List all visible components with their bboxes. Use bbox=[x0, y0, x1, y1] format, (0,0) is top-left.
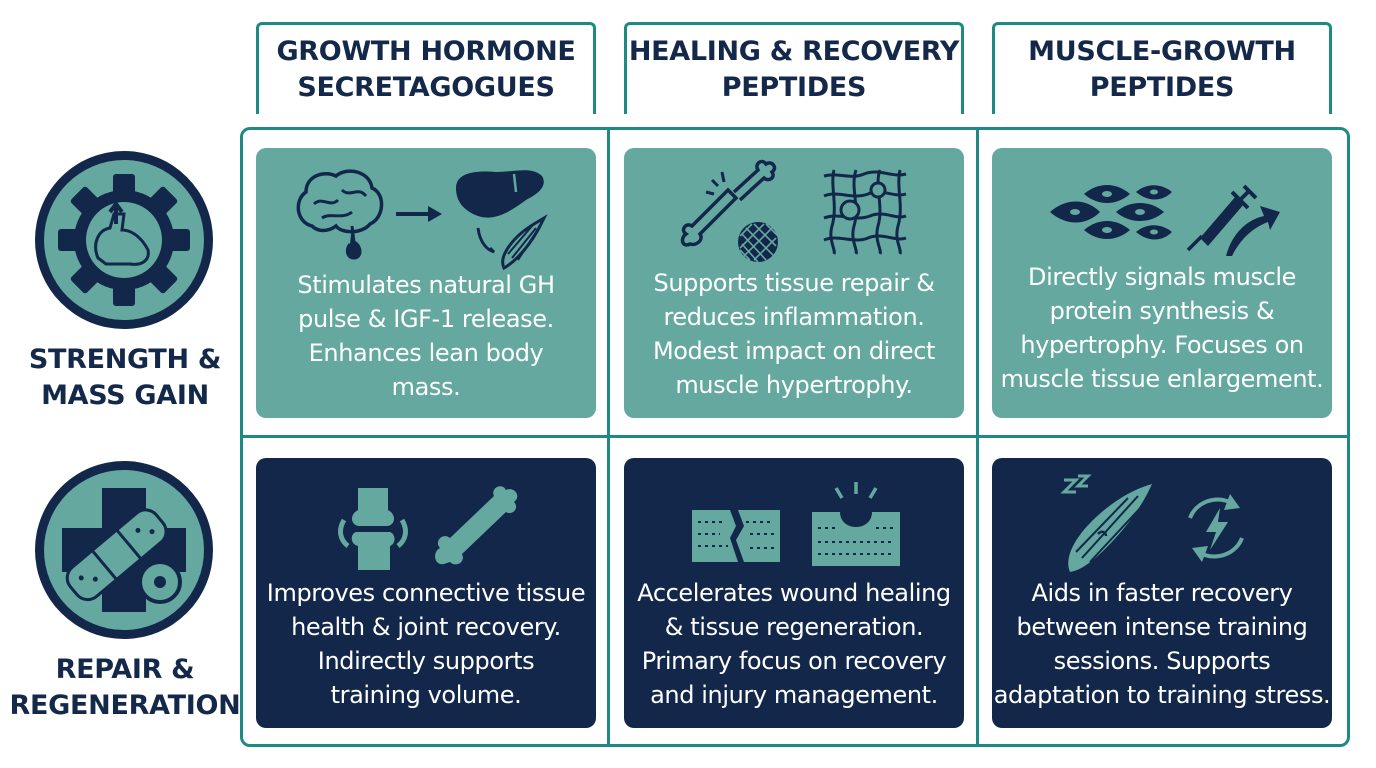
cell-text-line: Aids in faster recovery bbox=[1031, 579, 1293, 607]
cell-text-line: muscle tissue enlargement. bbox=[1000, 365, 1324, 393]
cell-gh-strength: Stimulates natural GH pulse & IGF-1 rele… bbox=[256, 148, 596, 418]
column-header-line: MUSCLE-GROWTH bbox=[1028, 35, 1296, 67]
column-header-muscle-growth: MUSCLE-GROWTH PEPTIDES bbox=[992, 22, 1332, 114]
cell-healing-strength: Supports tissue repair & reduces inflamm… bbox=[624, 148, 964, 418]
column-header-line: SECRETAGOGUES bbox=[297, 71, 555, 103]
muscle-icon bbox=[476, 214, 548, 271]
recovery-cycle-icon bbox=[1188, 494, 1244, 562]
syringe-icon bbox=[1186, 184, 1258, 252]
healing-skin-icon bbox=[812, 482, 900, 566]
resting-muscle-icon bbox=[1060, 474, 1152, 572]
cell-gh-repair: Improves connective tissue health & join… bbox=[256, 458, 596, 728]
cell-text-line: health & joint recovery. bbox=[291, 613, 561, 641]
cell-muscle-strength: Directly signals muscle protein synthesi… bbox=[992, 148, 1332, 418]
cell-text-line: sessions. Supports bbox=[1053, 647, 1271, 675]
knee-joint-icon bbox=[338, 488, 408, 570]
mesh-icon bbox=[738, 222, 779, 263]
row-label-strength: STRENGTH & MASS GAIN bbox=[0, 342, 250, 414]
grid-divider bbox=[240, 435, 1350, 438]
column-header-gh-secretagogues: GROWTH HORMONE SECRETAGOGUES bbox=[256, 22, 596, 114]
cell-text-line: Improves connective tissue bbox=[266, 579, 586, 607]
cell-text-line: Stimulates natural GH bbox=[297, 271, 555, 299]
cell-text-line: Accelerates wound healing bbox=[637, 579, 951, 607]
torn-skin-icon bbox=[692, 510, 780, 562]
broken-bone-icon bbox=[680, 159, 777, 247]
cell-text-line: and injury management. bbox=[650, 681, 938, 709]
cell-text-line: mass. bbox=[391, 373, 461, 401]
cell-muscle-repair: Aids in faster recovery between intense … bbox=[992, 458, 1332, 728]
cell-text-line: Directly signals muscle bbox=[1027, 263, 1296, 291]
liver-icon bbox=[456, 170, 544, 218]
cell-text-line: Enhances lean body bbox=[308, 339, 544, 367]
bandage-cross-icon bbox=[35, 461, 213, 639]
cell-text-line: Supports tissue repair & bbox=[653, 269, 935, 297]
cell-text-line: muscle hypertrophy. bbox=[675, 371, 913, 399]
upward-arrow-icon bbox=[1226, 206, 1280, 256]
column-header-line: GROWTH HORMONE bbox=[276, 35, 576, 67]
brain-pituitary-icon bbox=[296, 169, 384, 260]
tissue-cells-icon bbox=[823, 169, 907, 255]
cell-text-line: & tissue regeneration. bbox=[664, 613, 924, 641]
cell-healing-repair: Accelerates wound healing & tissue regen… bbox=[624, 458, 964, 728]
column-header-line: PEPTIDES bbox=[1089, 71, 1235, 103]
flexed-arm-gear-icon bbox=[35, 151, 213, 329]
column-header-healing-recovery: HEALING & RECOVERY PEPTIDES bbox=[624, 22, 964, 114]
row-label-line: MASS GAIN bbox=[41, 380, 209, 411]
cell-text-line: adaptation to training stress. bbox=[993, 681, 1331, 709]
row-label-line: STRENGTH & bbox=[28, 344, 222, 375]
row-label-repair: REPAIR & REGENERATION bbox=[0, 652, 250, 724]
bone-icon bbox=[435, 486, 518, 565]
column-header-line: PEPTIDES bbox=[721, 71, 867, 103]
cell-text-line: protein synthesis & bbox=[1049, 297, 1275, 325]
row-label-line: REGENERATION bbox=[9, 690, 241, 721]
cell-text-line: pulse & IGF-1 release. bbox=[298, 305, 554, 333]
row-label-line: REPAIR & bbox=[55, 654, 195, 685]
muscle-cells-icon bbox=[1050, 185, 1172, 240]
cell-text-line: hypertrophy. Focuses on bbox=[1020, 331, 1304, 359]
cell-text-line: Modest impact on direct bbox=[652, 337, 936, 365]
cell-text-line: Primary focus on recovery bbox=[641, 647, 947, 675]
column-header-line: HEALING & RECOVERY bbox=[628, 35, 960, 67]
cell-text-line: reduces inflammation. bbox=[663, 303, 925, 331]
cell-text-line: Indirectly supports bbox=[317, 647, 535, 675]
cell-text-line: between intense training bbox=[1016, 613, 1308, 641]
arrow-right-icon bbox=[396, 206, 442, 222]
cell-text-line: training volume. bbox=[330, 681, 522, 709]
